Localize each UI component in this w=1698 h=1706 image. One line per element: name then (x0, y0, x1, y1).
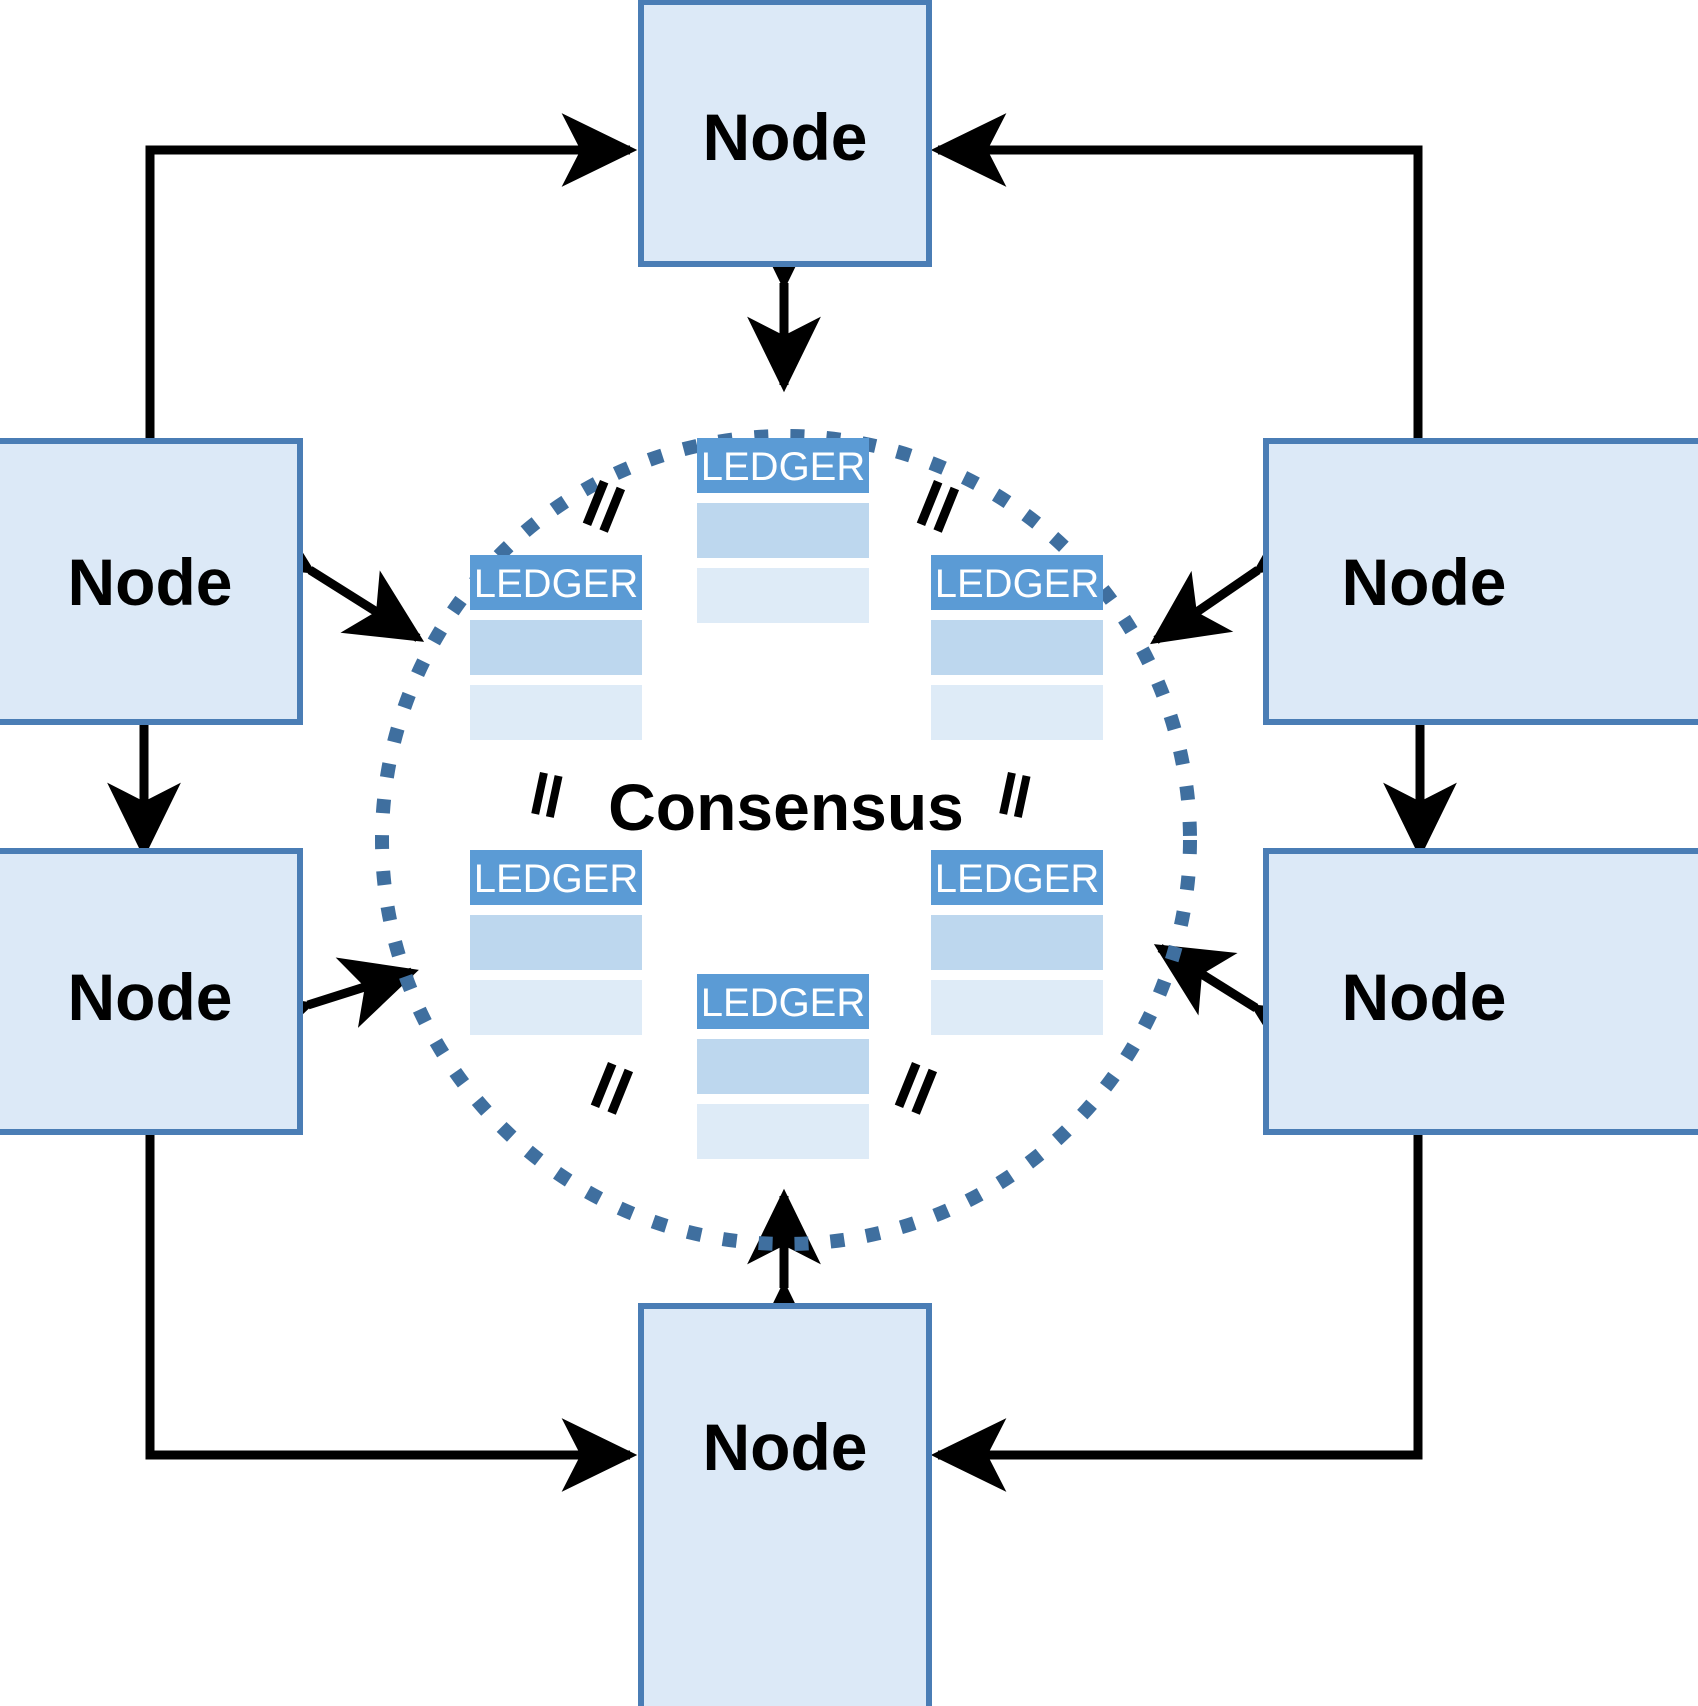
conn-left-lower-to-center (231, 957, 419, 1061)
ledger-right-lower-row-1 (931, 915, 1103, 970)
node-right-upper-label: Node (1342, 545, 1507, 619)
node-right-lower-label: Node (1342, 960, 1507, 1034)
node-right-lower[interactable]: Node (1263, 848, 1698, 1135)
ledger-left-lower-header-bar (470, 850, 642, 905)
ledger-top-label: LEDGER (701, 445, 866, 489)
node-left-lower-label: Node (68, 960, 233, 1034)
ledger-right-upper-row-1 (931, 620, 1103, 675)
consensus-label: Consensus (608, 770, 964, 844)
node-top[interactable]: Node (638, 0, 932, 267)
node-right-upper-box[interactable] (1263, 438, 1698, 725)
node-top-box[interactable] (638, 0, 932, 267)
ledger-left-lower-label: LEDGER (474, 857, 639, 901)
ledger-left-lower-row-2 (470, 980, 642, 1035)
equals-icon-mid-left (531, 772, 563, 818)
node-right-lower-box[interactable] (1263, 848, 1698, 1135)
node-right-upper[interactable]: Node (1263, 438, 1698, 725)
ledger-right-lower-label: LEDGER (935, 857, 1100, 901)
node-bottom[interactable]: Node (638, 1303, 932, 1706)
node-bottom-box[interactable] (638, 1303, 932, 1706)
conn-right-upper-to-top (930, 113, 1423, 441)
ledger-bottom-row-1 (697, 1039, 869, 1094)
conn-left-upper-to-top (145, 113, 638, 441)
ledger-right-upper-header-bar (931, 555, 1103, 610)
node-top-label: Node (703, 100, 868, 174)
ledger-right-lower-header-bar (931, 850, 1103, 905)
equals-icon-bottom-right (894, 1062, 938, 1115)
ledger-bottom-label: LEDGER (701, 981, 866, 1025)
ledger-left-upper-header-bar (470, 555, 642, 610)
node-bottom-label: Node (703, 1410, 868, 1484)
equals-icon-top-left (582, 480, 626, 533)
node-left-lower-box[interactable] (0, 848, 303, 1135)
ledger-right-lower[interactable]: LEDGER (931, 850, 1103, 1035)
consensus-circle-outline (375, 429, 1197, 1251)
ledger-right-lower-row-2 (931, 980, 1103, 1035)
equals-icon-mid-right (999, 772, 1031, 818)
ledger-right-upper[interactable]: LEDGER (931, 555, 1103, 740)
ledger-top-row-1 (697, 503, 869, 558)
conn-left-lower-to-bottom (145, 1131, 638, 1492)
node-left-lower[interactable]: Node (0, 848, 303, 1135)
node-left-upper[interactable]: Node (0, 438, 303, 725)
conn-right-upper-to-center (1150, 500, 1336, 645)
ledger-left-upper-row-2 (470, 685, 642, 740)
equals-icon-bottom-left (590, 1062, 634, 1115)
ledger-right-upper-label: LEDGER (935, 562, 1100, 606)
equals-icon-top-right (916, 480, 960, 533)
ledger-top-row-2 (697, 568, 869, 623)
ledger-bottom[interactable]: LEDGER (697, 974, 869, 1159)
ledger-left-lower[interactable]: LEDGER (470, 850, 642, 1035)
node-left-upper-label: Node (68, 545, 233, 619)
node-left-upper-box[interactable] (0, 438, 303, 725)
ledger-left-lower-row-1 (470, 915, 642, 970)
ledger-left-upper-label: LEDGER (474, 562, 639, 606)
conn-left-upper-to-center (232, 502, 425, 642)
ledger-left-upper-row-1 (470, 620, 642, 675)
ledger-bottom-header-bar (697, 974, 869, 1029)
ledger-right-upper-row-2 (931, 685, 1103, 740)
equals-marks-group (531, 480, 1031, 1115)
ledger-left-upper[interactable]: LEDGER (470, 555, 642, 740)
conn-right-lower-to-bottom (930, 1131, 1423, 1492)
ledger-top-header-bar (697, 438, 869, 493)
ledger-bottom-row-2 (697, 1104, 869, 1159)
ledger-top[interactable]: LEDGER (697, 438, 869, 623)
